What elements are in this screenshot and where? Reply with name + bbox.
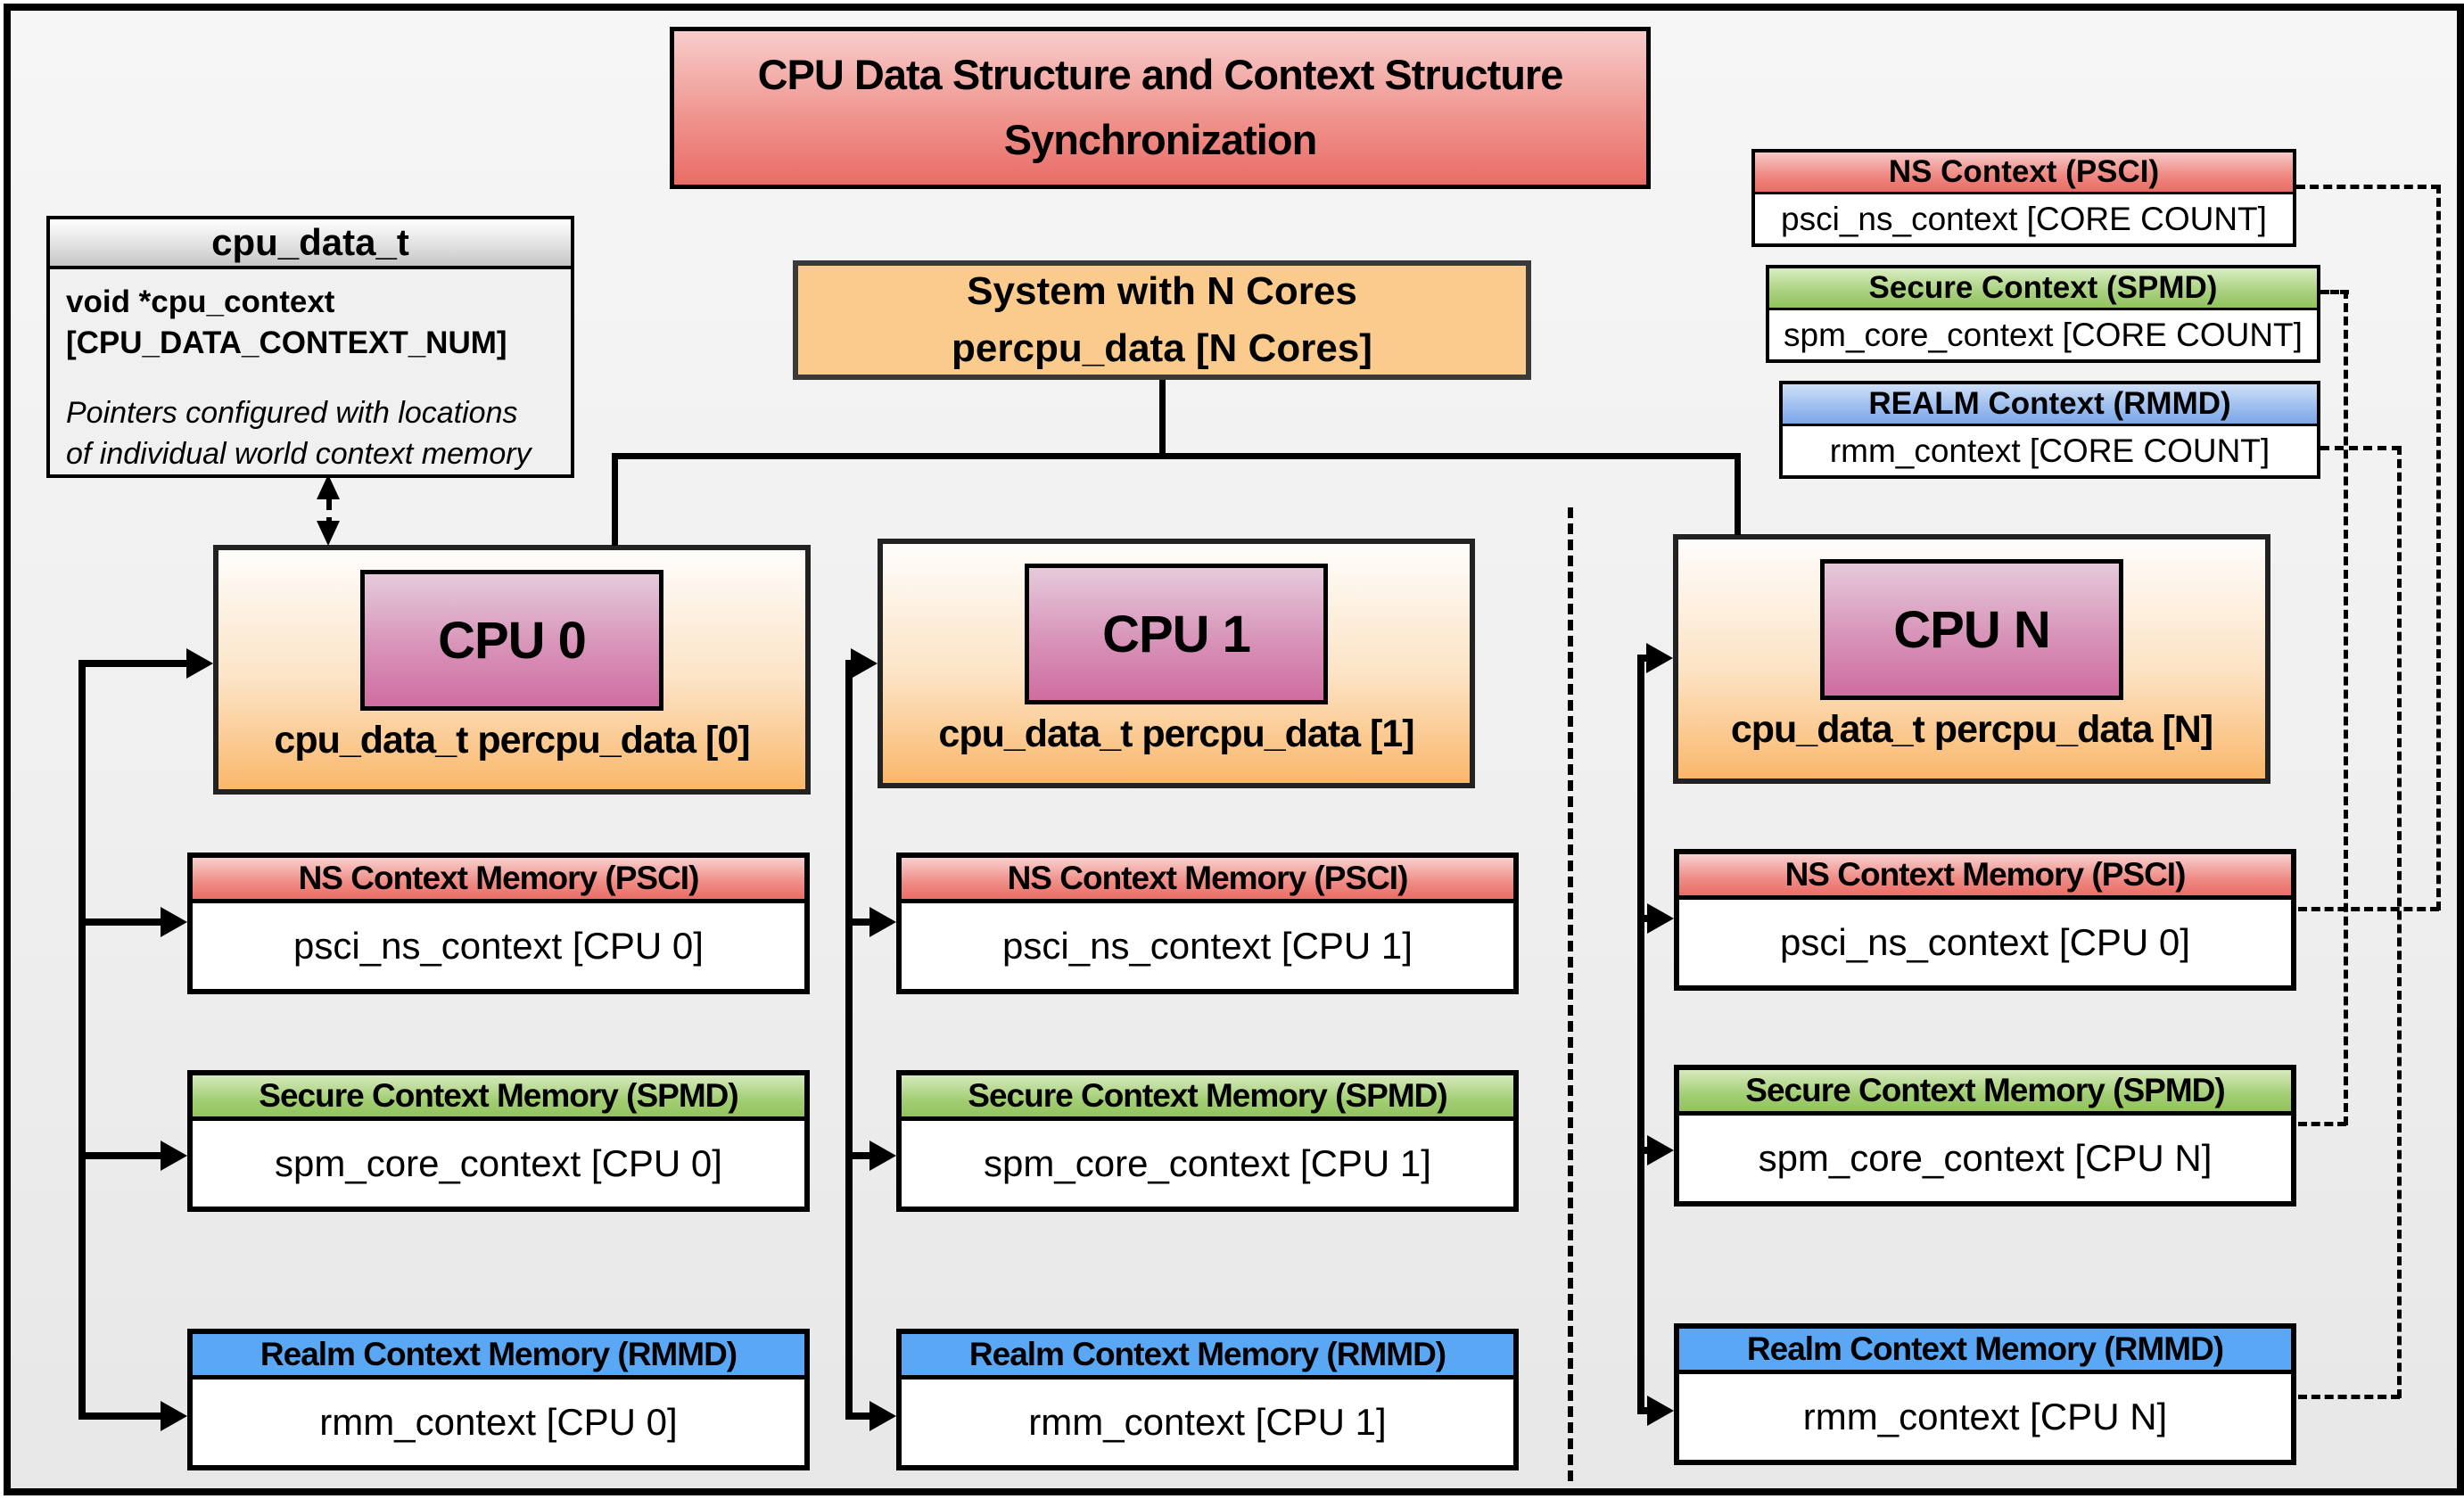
cpu1-chip: CPU 1 <box>1025 564 1328 704</box>
cpu0-chip: CPU 0 <box>360 570 663 711</box>
cpuN-secure-header: Secure Context Memory (SPMD) <box>1679 1070 2291 1116</box>
cpu1-ns-box: NS Context Memory (PSCI) psci_ns_context… <box>896 852 1519 994</box>
cpu1-ns-header: NS Context Memory (PSCI) <box>902 858 1513 903</box>
cpu0-arrow <box>186 648 213 679</box>
cpu1-realm-arrow <box>869 1401 896 1431</box>
diagram-title: CPU Data Structure and Context Structure… <box>757 51 1564 163</box>
cpuN-arrow <box>1646 643 1673 673</box>
cpu1-realm-header: Realm Context Memory (RMMD) <box>902 1334 1513 1380</box>
cpuN-ns-box: NS Context Memory (PSCI) psci_ns_context… <box>1674 849 2296 991</box>
cpuN-realm-arrow <box>1647 1396 1674 1426</box>
cpuN-ns-header: NS Context Memory (PSCI) <box>1679 854 2291 900</box>
cpu0-branch-cpu <box>78 660 190 667</box>
secure-legend-link-h1 <box>2320 290 2349 294</box>
ellipsis-separator-line <box>1568 507 1573 1481</box>
cpu1-data-label: cpu_data_t percpu_data [1] <box>938 712 1414 755</box>
legend-secure-header: Secure Context (SPMD) <box>1769 268 2317 310</box>
cpuN-ns-arrow <box>1647 903 1674 934</box>
ns-legend-link-v <box>2436 185 2441 910</box>
legend-secure-body: spm_core_context [CORE COUNT] <box>1784 316 2303 353</box>
legend-ns-header: NS Context (PSCI) <box>1755 152 2293 194</box>
cpu1-branch-ns <box>845 918 872 926</box>
diagram-title-box: CPU Data Structure and Context Structure… <box>670 27 1651 189</box>
cpu0-secure-header: Secure Context Memory (SPMD) <box>193 1075 804 1121</box>
cpu-data-t-body: void *cpu_context [CPU_DATA_CONTEXT_NUM]… <box>50 269 571 488</box>
legend-ns-box: NS Context (PSCI) psci_ns_context [CORE … <box>1751 149 2296 247</box>
realm-legend-link-h2 <box>2298 1395 2400 1399</box>
cpu0-secure-box: Secure Context Memory (SPMD) spm_core_co… <box>187 1070 810 1212</box>
legend-realm-header: REALM Context (RMMD) <box>1783 384 2317 426</box>
cpu-context-field: void *cpu_context [CPU_DATA_CONTEXT_NUM] <box>66 284 507 360</box>
cpu0-branch-realm <box>78 1413 163 1420</box>
cpu0-realm-header: Realm Context Memory (RMMD) <box>193 1334 804 1380</box>
realm-legend-link-h1 <box>2320 446 2401 450</box>
cpu0-ns-body: psci_ns_context [CPU 0] <box>293 925 704 967</box>
legend-secure-box: Secure Context (SPMD) spm_core_context [… <box>1766 265 2320 363</box>
cpu0-ns-box: NS Context Memory (PSCI) psci_ns_context… <box>187 852 810 994</box>
drop-to-cpuN <box>1735 453 1741 535</box>
drop-to-cpu0 <box>612 453 618 546</box>
cpu0-bus-line <box>78 660 86 1420</box>
cpu0-data-label: cpu_data_t percpu_data [0] <box>274 719 750 762</box>
struct-link-down-arrowhead <box>317 521 340 546</box>
realm-legend-link-v <box>2397 446 2402 1398</box>
cpu-data-t-header: cpu_data_t <box>50 219 571 269</box>
legend-realm-body: rmm_context [CORE COUNT] <box>1829 432 2270 469</box>
cpu1-secure-arrow <box>869 1141 896 1171</box>
cpuN-secure-box: Secure Context Memory (SPMD) spm_core_co… <box>1674 1065 2296 1207</box>
cpuN-branch-ns <box>1637 915 1650 922</box>
cpuN-box: CPU N cpu_data_t percpu_data [N] <box>1673 534 2270 784</box>
cpu1-secure-body: spm_core_context [CPU 1] <box>984 1142 1431 1184</box>
cpu0-ns-arrow <box>161 907 187 937</box>
cpu0-branch-secure <box>78 1152 163 1159</box>
cpu1-realm-body: rmm_context [CPU 1] <box>1028 1401 1387 1443</box>
cpuN-ns-body: psci_ns_context [CPU 0] <box>1780 921 2190 963</box>
cpuN-secure-body: spm_core_context [CPU N] <box>1758 1137 2213 1179</box>
cpu0-secure-body: spm_core_context [CPU 0] <box>275 1142 722 1184</box>
cpu1-branch-realm <box>845 1413 872 1420</box>
secure-legend-link-v <box>2344 290 2348 1125</box>
system-drop-line <box>1159 380 1166 457</box>
cpuN-bus-line <box>1637 655 1644 1414</box>
cpuN-realm-header: Realm Context Memory (RMMD) <box>1679 1329 2291 1374</box>
cpu0-realm-arrow <box>161 1401 187 1431</box>
cpu1-secure-header: Secure Context Memory (SPMD) <box>902 1075 1513 1121</box>
cpu1-box: CPU 1 cpu_data_t percpu_data [1] <box>878 539 1475 788</box>
cpu0-realm-box: Realm Context Memory (RMMD) rmm_context … <box>187 1329 810 1470</box>
system-box: System with N Cores percpu_data [N Cores… <box>793 260 1531 380</box>
secure-legend-link-h2 <box>2298 1122 2346 1126</box>
ns-legend-link-h1 <box>2296 185 2440 189</box>
cpu0-secure-arrow <box>161 1141 187 1171</box>
cpuN-secure-arrow <box>1647 1135 1674 1165</box>
struct-link-dashed-line <box>326 499 332 528</box>
cpu1-ns-body: psci_ns_context [CPU 1] <box>1002 925 1413 967</box>
cpu1-arrow <box>851 648 878 679</box>
struct-link-up-arrowhead <box>317 474 340 499</box>
cpu1-ns-arrow <box>869 907 896 937</box>
cpu0-box: CPU 0 cpu_data_t percpu_data [0] <box>213 545 811 795</box>
cpu1-branch-secure <box>845 1152 872 1159</box>
cpuN-data-label: cpu_data_t percpu_data [N] <box>1730 708 2213 751</box>
cpu0-ns-header: NS Context Memory (PSCI) <box>193 858 804 903</box>
legend-realm-box: REALM Context (RMMD) rmm_context [CORE C… <box>1779 381 2320 479</box>
legend-ns-body: psci_ns_context [CORE COUNT] <box>1781 200 2267 237</box>
cpu-data-t-note: Pointers configured with locations of in… <box>66 396 532 471</box>
cpuN-branch-realm <box>1637 1407 1650 1414</box>
cpuN-realm-body: rmm_context [CPU N] <box>1802 1396 2168 1437</box>
cpu0-realm-body: rmm_context [CPU 0] <box>319 1401 678 1443</box>
cpuN-chip: CPU N <box>1820 559 2123 700</box>
cpu1-realm-box: Realm Context Memory (RMMD) rmm_context … <box>896 1329 1519 1470</box>
ns-legend-link-h2 <box>2298 907 2439 911</box>
cpuN-branch-cpu <box>1637 655 1650 662</box>
cpu1-secure-box: Secure Context Memory (SPMD) spm_core_co… <box>896 1070 1519 1212</box>
cpu1-bus-line <box>845 660 853 1420</box>
cpuN-realm-box: Realm Context Memory (RMMD) rmm_context … <box>1674 1323 2296 1465</box>
cpuN-branch-secure <box>1637 1147 1650 1154</box>
diagram-canvas: CPU Data Structure and Context Structure… <box>4 4 2464 1495</box>
distribution-line <box>612 453 1741 459</box>
cpu0-branch-ns <box>78 918 163 926</box>
cpu-data-t-box: cpu_data_t void *cpu_context [CPU_DATA_C… <box>46 216 574 478</box>
